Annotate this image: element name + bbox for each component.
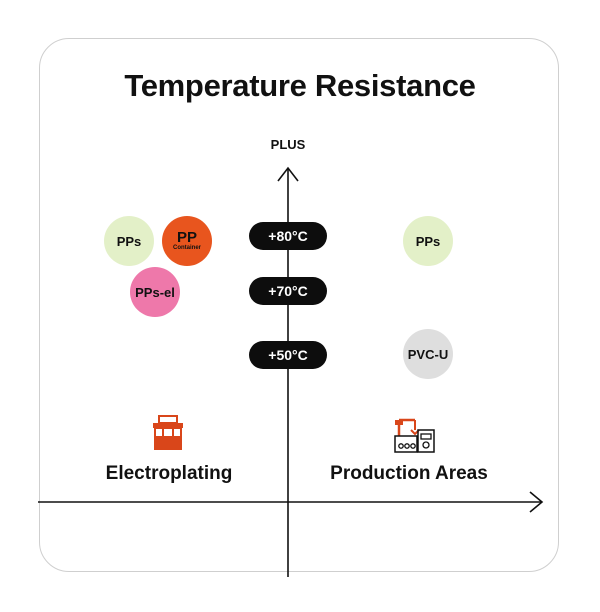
material-pps-el-label: PPs-el [135, 284, 175, 300]
electroplating-tank-icon [153, 415, 183, 450]
material-pvc-u: PVC-U [403, 329, 453, 379]
material-pp-sublabel: Container [172, 244, 201, 251]
material-pps-left-label: PPs [116, 233, 142, 249]
material-pps-right: PPs [403, 216, 453, 266]
material-pps-el: PPs-el [130, 267, 180, 317]
temp-badge-70: +70°C [249, 277, 327, 305]
temp-badge-80: +80°C [249, 222, 327, 250]
factory-robot-icon [394, 418, 435, 453]
area-label-production: Production Areas [330, 463, 488, 484]
diagram-title: Temperature Resistance [124, 68, 476, 103]
diagram-card [39, 38, 559, 572]
material-pp-container: PP Container [162, 216, 212, 266]
material-pps-left: PPs [104, 216, 154, 266]
area-label-electroplating: Electroplating [105, 463, 233, 484]
y-axis-label: PLUS [270, 137, 306, 152]
x-axis-arrow [529, 491, 544, 513]
y-axis-arrow [277, 166, 299, 182]
temp-badge-50: +50°C [249, 341, 327, 369]
material-pvc-u-label: PVC-U [407, 346, 449, 362]
material-pp-label: PP [176, 228, 197, 246]
material-pps-right-label: PPs [415, 233, 441, 249]
